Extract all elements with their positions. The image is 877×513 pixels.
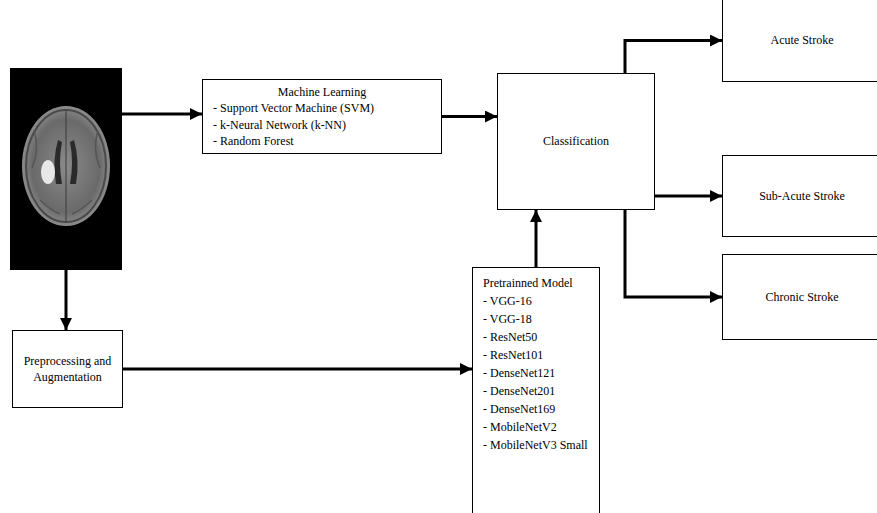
box-text: - MobileNetV2 — [483, 418, 589, 436]
box-text: - Random Forest — [213, 133, 431, 149]
box-text: Acute Stroke — [733, 32, 871, 48]
box-text: - MobileNetV3 Small — [483, 436, 589, 454]
process-box: Chronic Stroke — [722, 254, 877, 340]
process-box: Preprocessing and Augmentation — [12, 330, 123, 408]
connector-arrow — [625, 41, 722, 74]
connector-arrow — [625, 210, 722, 297]
connector-arrow — [123, 368, 472, 371]
box-text: Sub-Acute Stroke — [733, 188, 871, 204]
box-text: - DenseNet201 — [483, 382, 589, 400]
box-heading: Pretrainned Model — [483, 274, 589, 292]
image-arrow — [122, 113, 202, 116]
connector-arrow — [442, 115, 497, 118]
mri-image — [10, 68, 122, 270]
process-box: Machine Learning- Support Vector Machine… — [202, 79, 442, 154]
connector-arrow — [535, 210, 538, 267]
process-box: Acute Stroke — [722, 0, 877, 82]
box-text: - ResNet101 — [483, 346, 589, 364]
process-box: Sub-Acute Stroke — [722, 155, 877, 237]
box-text: - VGG-16 — [483, 292, 589, 310]
image-arrow — [65, 270, 68, 330]
box-text: Chronic Stroke — [733, 289, 871, 305]
box-text: - Support Vector Machine (SVM) — [213, 100, 431, 116]
box-text: - ResNet50 — [483, 328, 589, 346]
box-text: - DenseNet169 — [483, 400, 589, 418]
box-text: - VGG-18 — [483, 310, 589, 328]
process-box: Pretrainned Model- VGG-16- VGG-18- ResNe… — [472, 267, 600, 513]
box-text: Preprocessing and Augmentation — [23, 353, 112, 385]
process-box: Classification — [497, 73, 655, 210]
box-text: Classification — [508, 133, 644, 149]
box-text: - DenseNet121 — [483, 364, 589, 382]
connector-arrow — [655, 195, 722, 198]
box-heading: Machine Learning — [213, 84, 431, 100]
box-text: - k-Neural Network (k-NN) — [213, 117, 431, 133]
